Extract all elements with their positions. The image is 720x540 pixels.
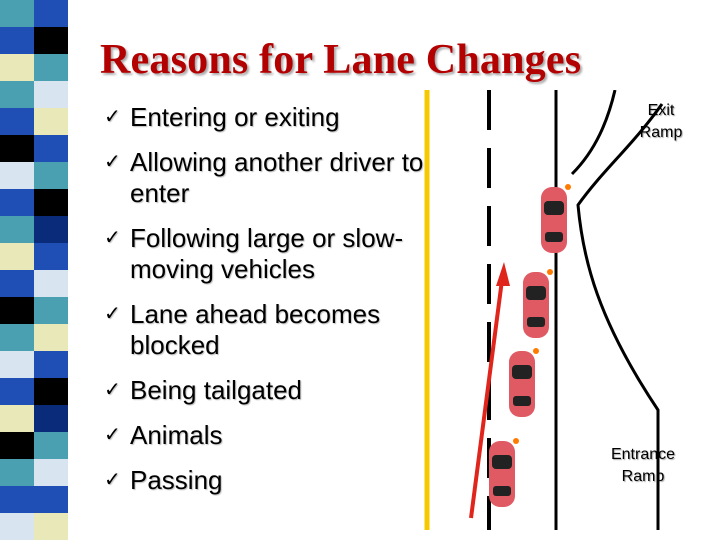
exit-ramp-label: Exit Ramp <box>636 100 686 144</box>
reason-text: Allowing another driver to enter <box>130 147 424 208</box>
stripe-block <box>34 405 68 432</box>
stripe-block <box>34 108 68 135</box>
stripe-block <box>34 513 68 540</box>
stripe-block <box>34 162 68 189</box>
stripe-block <box>0 513 34 540</box>
car-signal-light <box>513 438 519 444</box>
car-rear-window <box>493 486 511 496</box>
stripe-block <box>0 108 34 135</box>
stripe-block <box>34 351 68 378</box>
stripe-block <box>0 189 34 216</box>
checkmark-icon: ✓ <box>104 469 121 491</box>
car-windshield <box>492 455 512 469</box>
reason-item: ✓ Entering or exiting <box>104 102 434 133</box>
stripe-block <box>34 27 68 54</box>
stripe-block <box>34 243 68 270</box>
stripe-block <box>0 405 34 432</box>
reason-text: Animals <box>130 420 223 450</box>
exit-ramp-edge-outer <box>576 103 664 530</box>
car-windshield <box>512 365 532 379</box>
stripe-block <box>34 216 68 243</box>
reason-text: Entering or exiting <box>130 102 340 132</box>
car-windshield <box>526 286 546 300</box>
checkmark-icon: ✓ <box>104 227 121 249</box>
car-body <box>541 187 567 253</box>
stripe-block <box>0 432 34 459</box>
stripe-block <box>0 459 34 486</box>
stripe-block <box>0 135 34 162</box>
checkmark-icon: ✓ <box>104 379 121 401</box>
stripe-block <box>0 0 34 27</box>
car-2 <box>523 269 553 338</box>
stripe-block <box>0 216 34 243</box>
stripe-block <box>34 486 68 513</box>
reason-text: Lane ahead becomes blocked <box>130 299 381 360</box>
stripe-block <box>34 378 68 405</box>
stripe-block <box>34 459 68 486</box>
stripe-block <box>0 378 34 405</box>
car-body <box>523 272 549 338</box>
car-signal-light <box>547 269 553 275</box>
stripe-block <box>34 270 68 297</box>
stripe-block <box>34 81 68 108</box>
car-signal-light <box>533 348 539 354</box>
car-rear-window <box>527 317 545 327</box>
stripe-block <box>0 81 34 108</box>
stripe-block <box>0 27 34 54</box>
arrow-shaft <box>469 279 504 519</box>
checkmark-icon: ✓ <box>104 424 121 446</box>
stripe-block <box>0 324 34 351</box>
stripe-block <box>0 486 34 513</box>
car-rear-window <box>513 396 531 406</box>
reason-text: Being tailgated <box>130 375 303 405</box>
checkmark-icon: ✓ <box>104 106 121 128</box>
stripe-block <box>34 135 68 162</box>
stripe-block <box>34 432 68 459</box>
stripe-block <box>0 162 34 189</box>
car-1 <box>541 184 571 253</box>
decorative-side-stripe <box>0 0 68 540</box>
car-4 <box>489 438 519 507</box>
reasons-list: ✓ Entering or exiting ✓ Allowing another… <box>104 102 434 496</box>
stripe-block <box>0 243 34 270</box>
car-body <box>509 351 535 417</box>
car-body <box>489 441 515 507</box>
car-signal-light <box>565 184 571 190</box>
car-3 <box>509 348 539 417</box>
stripe-block <box>34 324 68 351</box>
stripe-block <box>0 297 34 324</box>
checkmark-icon: ✓ <box>104 151 121 173</box>
exit-ramp-edge <box>570 90 617 176</box>
entrance-ramp-label: Entrance Ramp <box>604 444 682 488</box>
stripe-block <box>34 0 68 27</box>
reason-item: ✓ Lane ahead becomes blocked <box>104 299 434 361</box>
lane-change-arrow <box>469 262 510 519</box>
stripe-block <box>34 297 68 324</box>
slide-title: Reasons for Lane Changes <box>100 37 582 83</box>
stripe-block <box>34 54 68 81</box>
car-windshield <box>544 201 564 215</box>
exit-ramp-text: Exit Ramp <box>639 102 683 141</box>
reason-text: Passing <box>130 465 223 495</box>
stripe-block <box>0 351 34 378</box>
road-diagram <box>424 90 664 530</box>
reason-item: ✓ Passing <box>104 465 434 496</box>
stripe-block <box>0 54 34 81</box>
reason-item: ✓ Following large or slow-moving vehicle… <box>104 223 434 285</box>
stripe-block <box>0 270 34 297</box>
checkmark-icon: ✓ <box>104 303 121 325</box>
reason-item: ✓ Being tailgated <box>104 375 434 406</box>
reason-text: Following large or slow-moving vehicles <box>130 223 404 284</box>
car-rear-window <box>545 232 563 242</box>
stripe-block <box>34 189 68 216</box>
entrance-ramp-text: Entrance Ramp <box>610 446 676 485</box>
arrow-head <box>496 262 510 286</box>
reason-item: ✓ Animals <box>104 420 434 451</box>
reason-item: ✓ Allowing another driver to enter <box>104 147 434 209</box>
